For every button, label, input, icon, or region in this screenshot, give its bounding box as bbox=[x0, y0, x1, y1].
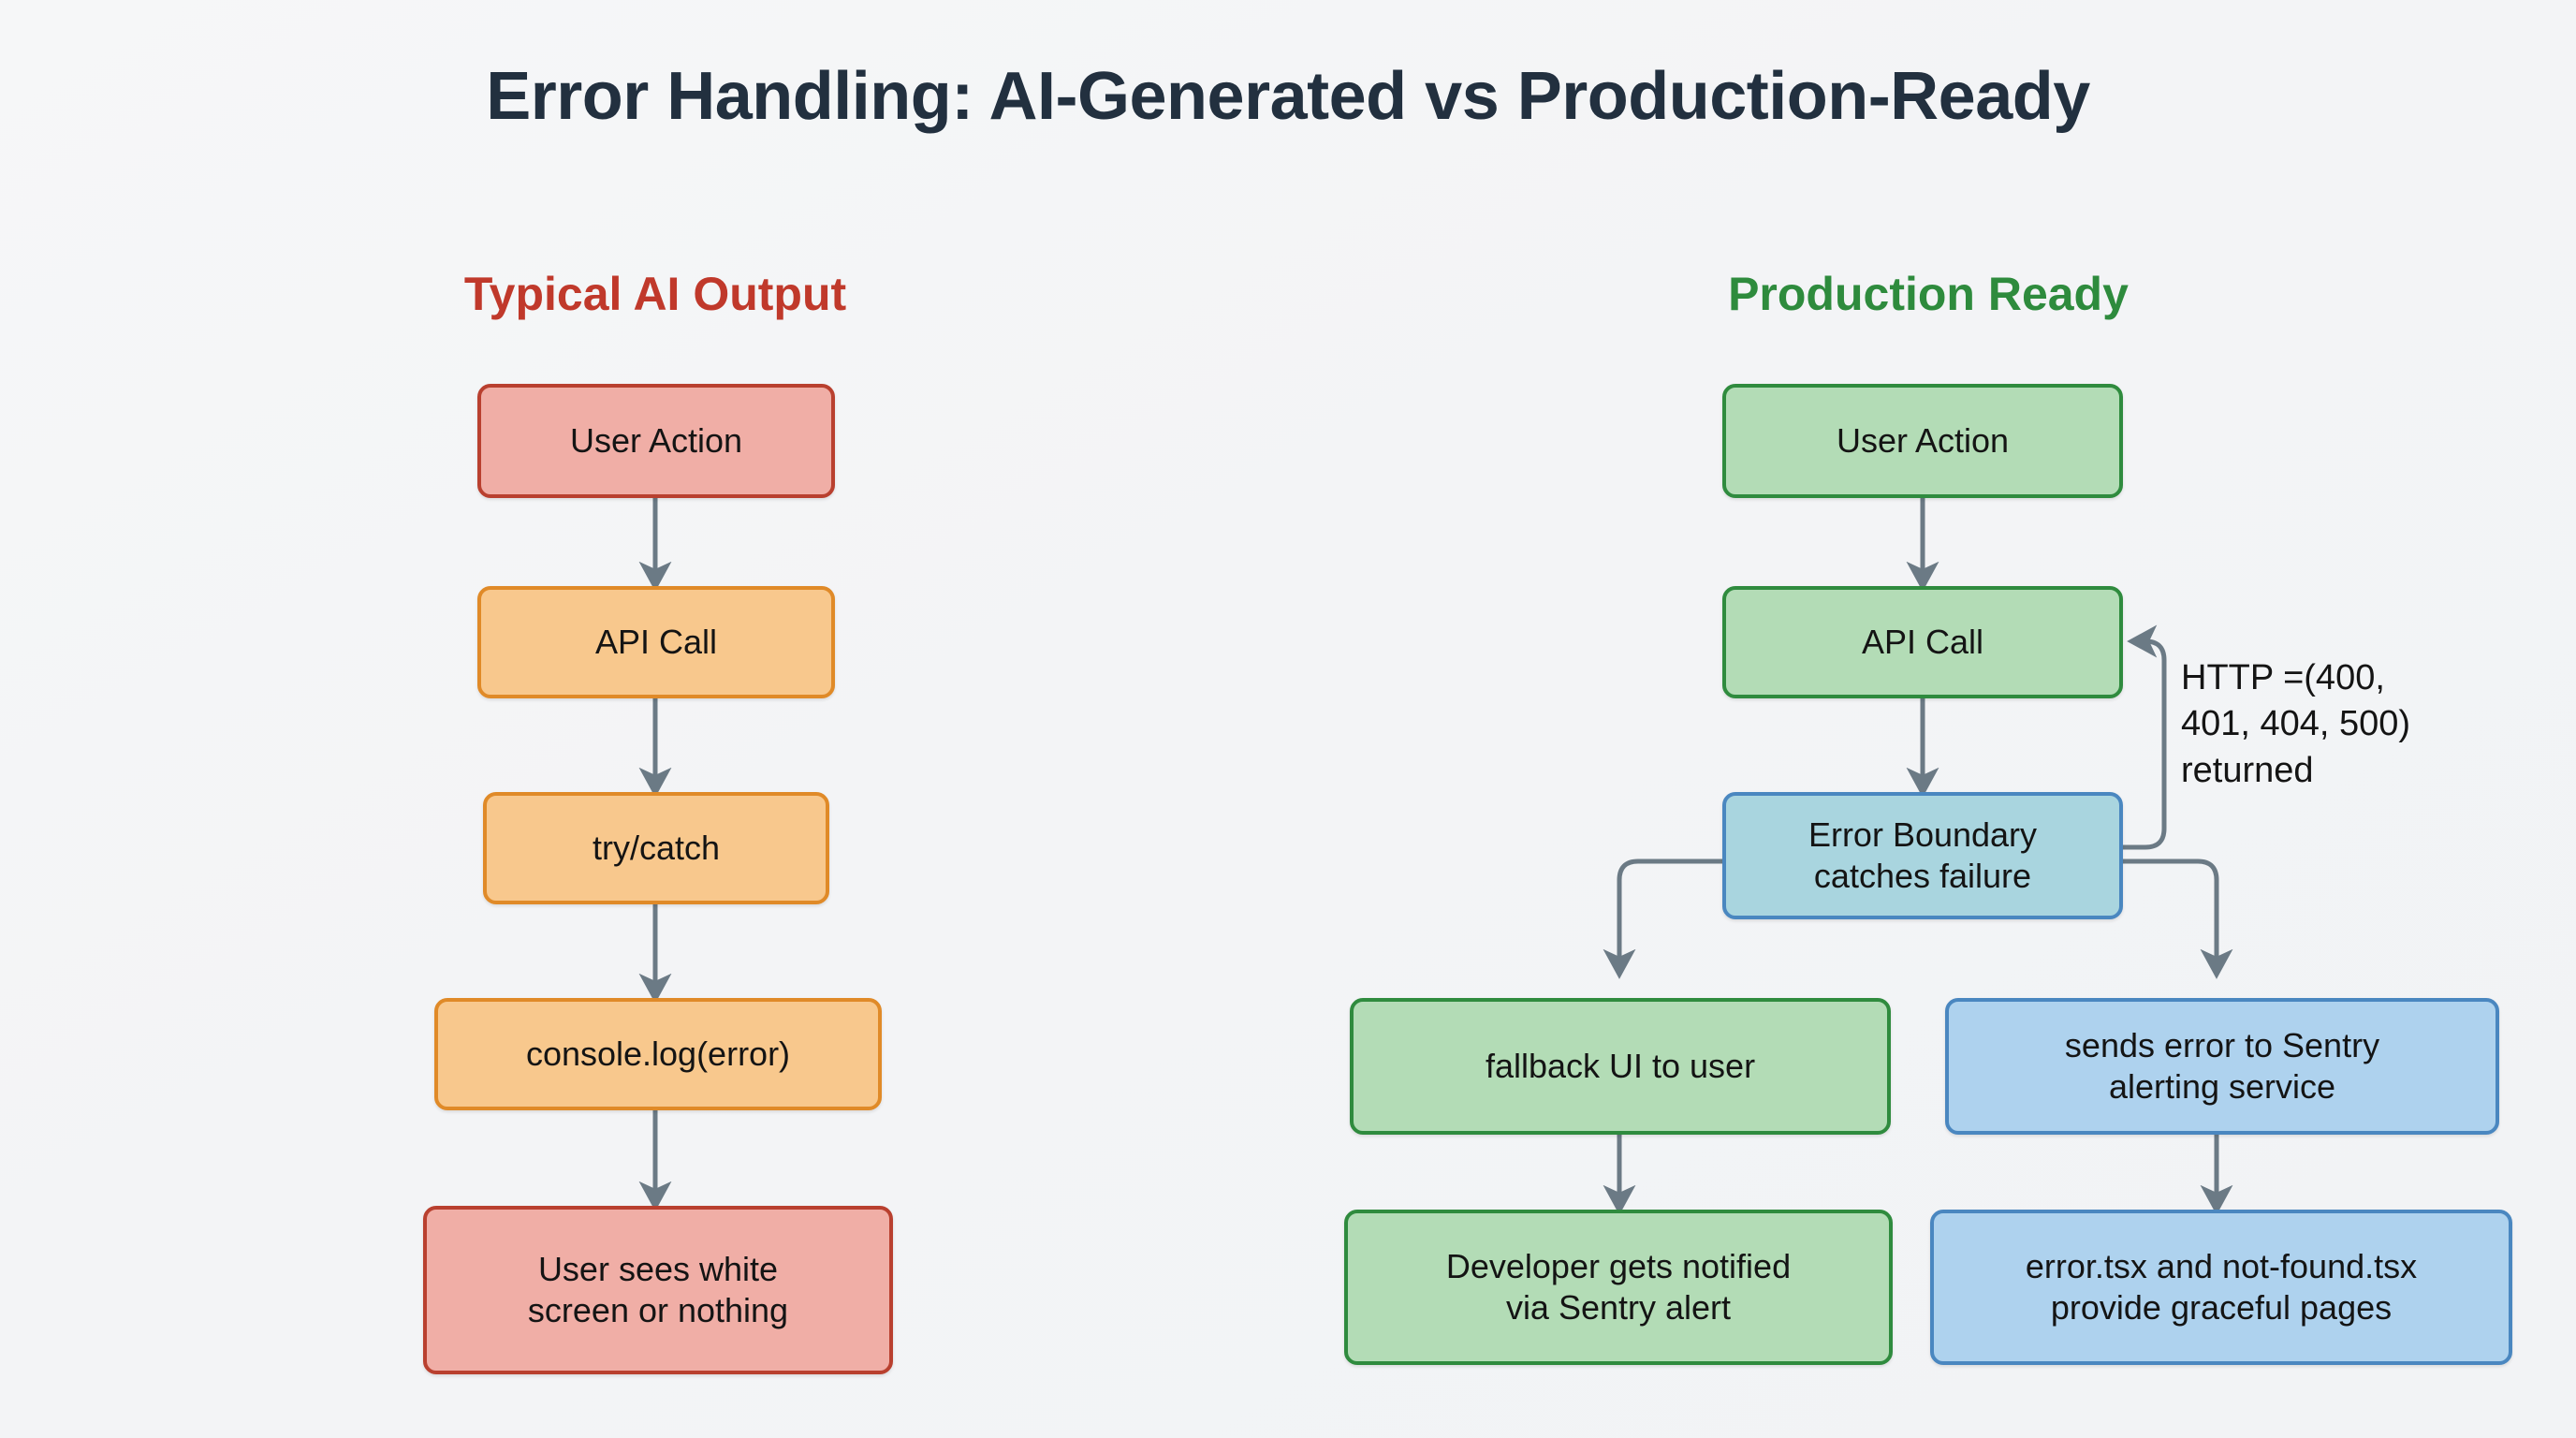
node-ai-console-log[interactable]: console.log(error) bbox=[434, 998, 882, 1110]
node-prod-fallback-ui[interactable]: fallback UI to user bbox=[1350, 998, 1891, 1135]
column-heading-production-ready: Production Ready bbox=[1728, 268, 2129, 320]
node-prod-error-boundary[interactable]: Error Boundary catches failure bbox=[1722, 792, 2123, 919]
node-prod-dev-notified[interactable]: Developer gets notified via Sentry alert bbox=[1344, 1210, 1893, 1365]
node-label: User sees white screen or nothing bbox=[527, 1250, 789, 1329]
node-label: try/catch bbox=[592, 829, 721, 868]
edge-prod-errorbound-sentry bbox=[2123, 858, 2233, 979]
node-label: sends error to Sentry alerting service bbox=[2064, 1026, 2380, 1106]
node-prod-sentry-send[interactable]: sends error to Sentry alerting service bbox=[1945, 998, 2499, 1135]
node-label: console.log(error) bbox=[525, 1034, 791, 1074]
column-heading-typical-ai-output: Typical AI Output bbox=[463, 268, 847, 320]
node-label: User Action bbox=[569, 421, 743, 461]
node-label: error.tsx and not-found.tsx provide grac… bbox=[2025, 1247, 2418, 1327]
node-ai-white-screen[interactable]: User sees white screen or nothing bbox=[423, 1206, 893, 1374]
node-prod-graceful-pages[interactable]: error.tsx and not-found.tsx provide grac… bbox=[1930, 1210, 2512, 1365]
node-label: Developer gets notified via Sentry alert bbox=[1445, 1247, 1792, 1327]
edge-prod-errorbound-fallback bbox=[1603, 858, 1722, 979]
node-ai-user-action[interactable]: User Action bbox=[477, 384, 835, 498]
node-prod-api-call[interactable]: API Call bbox=[1722, 586, 2123, 698]
node-ai-api-call[interactable]: API Call bbox=[477, 586, 835, 698]
node-prod-user-action[interactable]: User Action bbox=[1722, 384, 2123, 498]
edge-label-http-retry: HTTP =(400, 401, 404, 500) returned bbox=[2181, 658, 2411, 790]
node-label: User Action bbox=[1836, 421, 2010, 461]
node-label: API Call bbox=[1861, 623, 1984, 662]
node-label: API Call bbox=[594, 623, 718, 662]
page-title: Error Handling: AI-Generated vs Producti… bbox=[486, 59, 2090, 134]
edge-prod-errorbound-retry-loop bbox=[2123, 624, 2167, 850]
node-label: Error Boundary catches failure bbox=[1808, 815, 2038, 895]
node-label: fallback UI to user bbox=[1485, 1047, 1756, 1086]
node-ai-try-catch[interactable]: try/catch bbox=[483, 792, 829, 904]
